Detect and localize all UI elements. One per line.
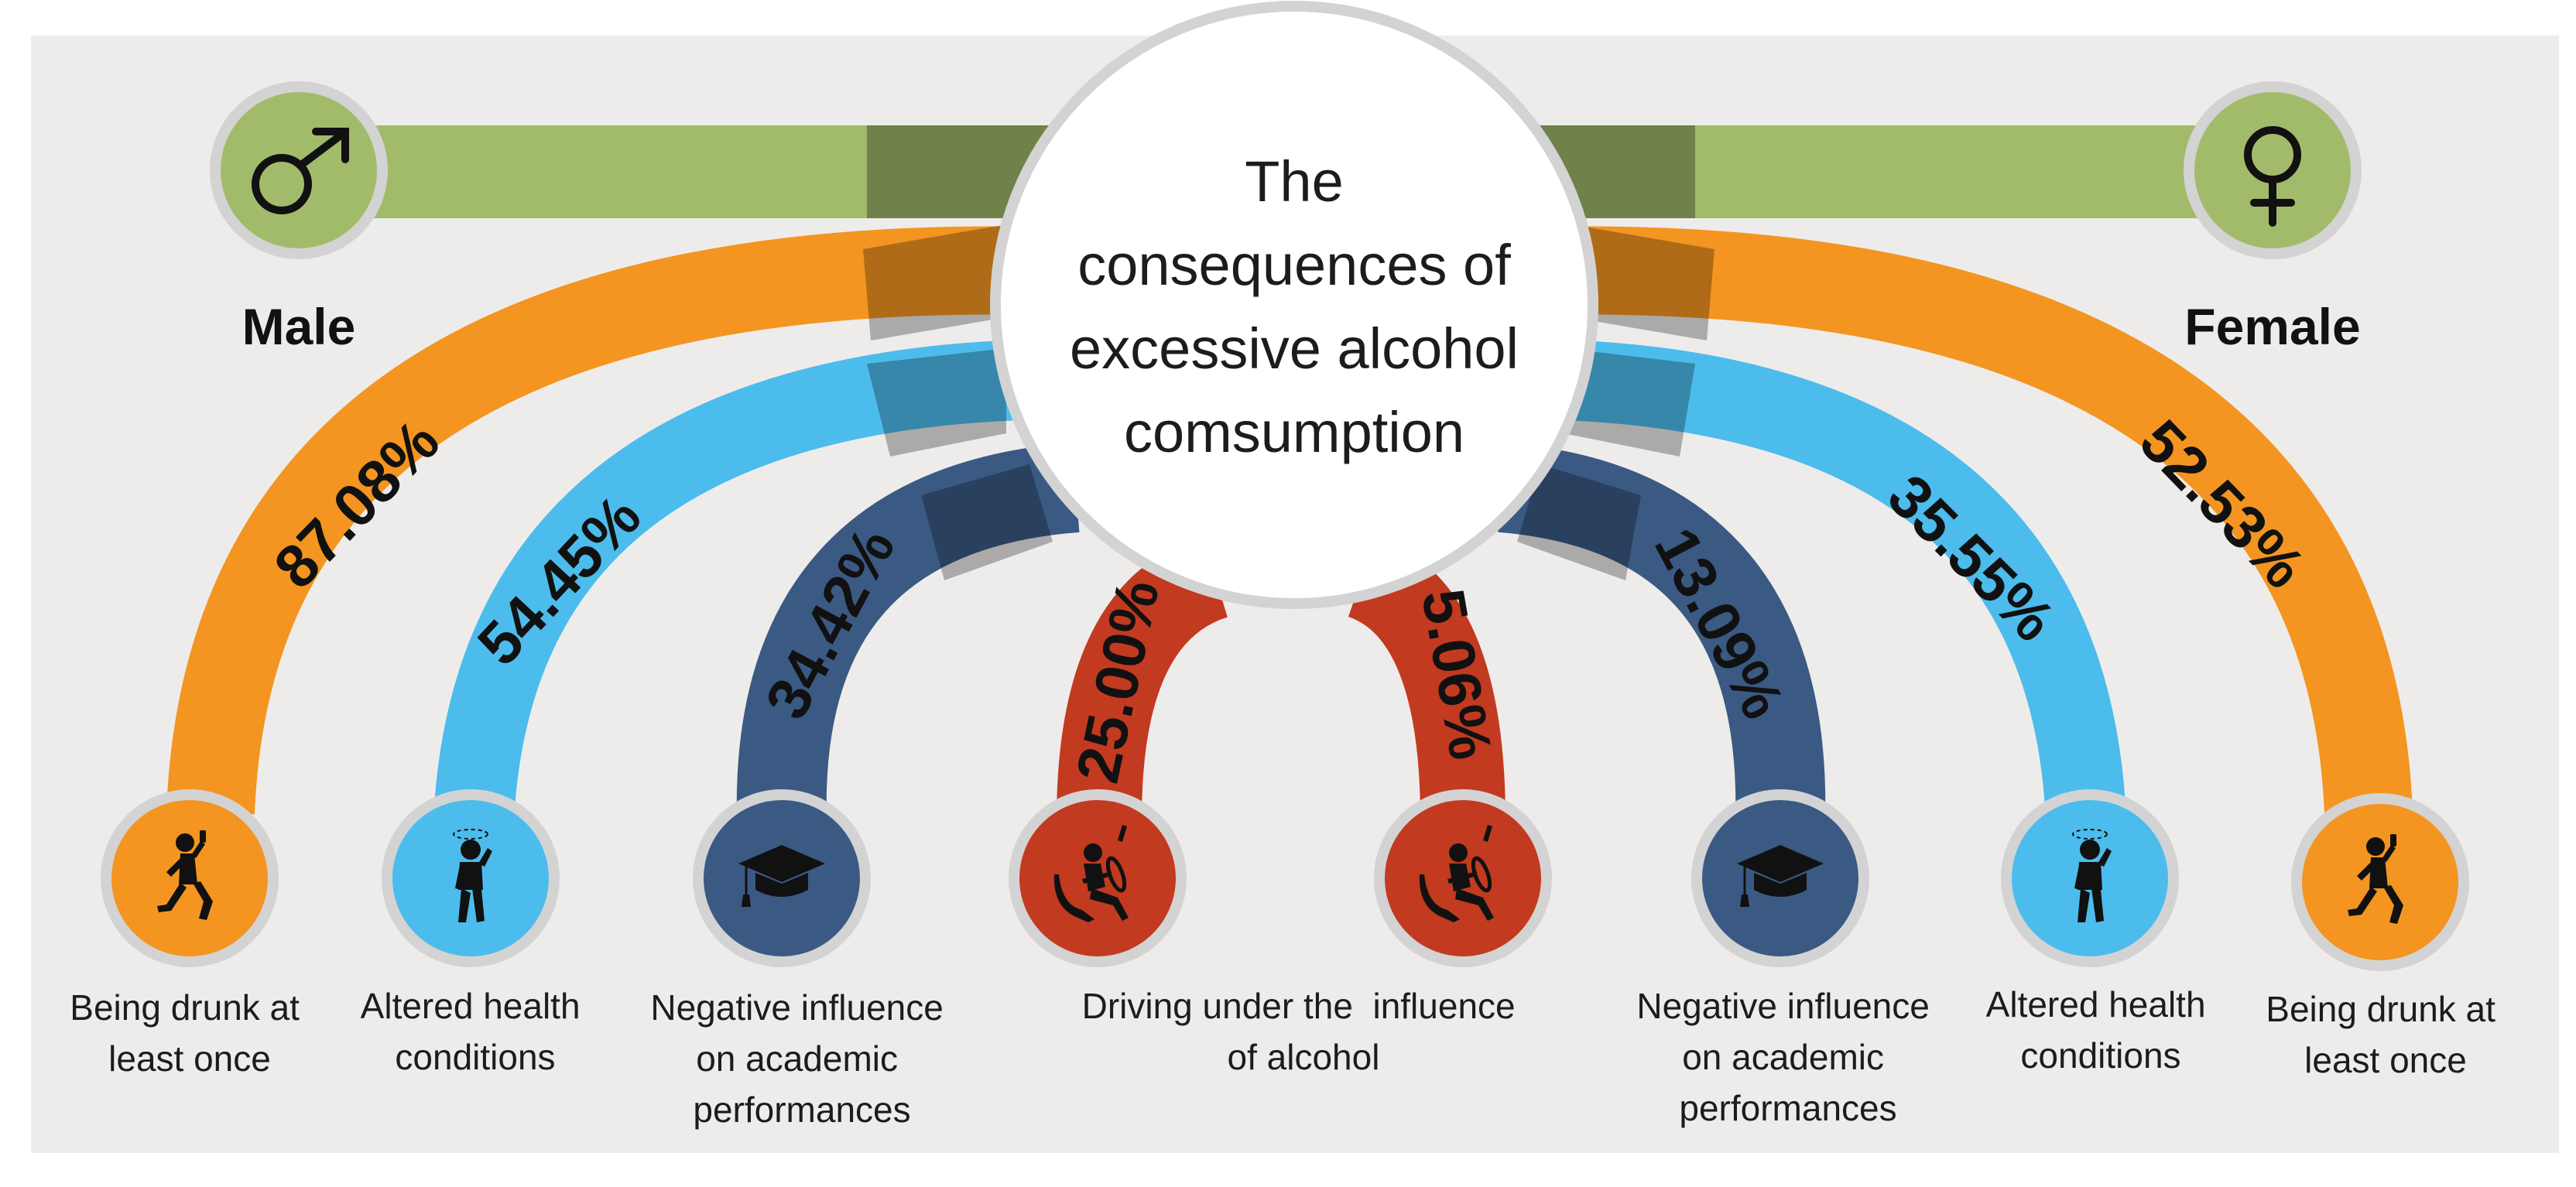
arc-male-academic — [736, 443, 1080, 822]
badge-male-health — [382, 789, 560, 967]
female-label: Female — [2184, 298, 2360, 355]
arc-female-health — [1532, 339, 2126, 823]
arc-shadow — [1517, 464, 1641, 580]
caption-male-drunk: Being drunk at least once — [70, 987, 309, 1079]
caption-female-academic: Negative influence on academic performan… — [1636, 986, 1939, 1128]
male-symbol-icon — [252, 128, 349, 214]
arc-shadow — [867, 348, 1006, 457]
arc-shadow — [1571, 224, 1714, 340]
arc-female-drunk — [1539, 226, 2413, 815]
arc-shadow — [921, 464, 1053, 580]
caption-female-health: Altered health conditions — [1986, 984, 2216, 1076]
male-label: Male — [242, 298, 356, 355]
badge-female-health — [2001, 789, 2179, 967]
title-line-3: excessive alcohol — [1070, 316, 1519, 381]
badge-female-driving — [1374, 789, 1552, 967]
badge-female-academic — [1691, 789, 1869, 967]
title-line-4: comsumption — [1124, 400, 1464, 464]
badge-male-academic — [693, 789, 871, 967]
caption-female-drunk: Being drunk at least once — [2266, 989, 2505, 1080]
badge-male-driving — [1009, 789, 1187, 967]
badge-male-drunk — [101, 789, 279, 967]
caption-driving: Driving under the influence of alcohol — [1082, 986, 1526, 1077]
female-symbol-icon — [2244, 126, 2301, 227]
female-badge — [2184, 81, 2362, 259]
arc-shadow — [1564, 348, 1695, 457]
arc-shadow — [863, 224, 1006, 340]
caption-male-academic: Negative influence on academic performan… — [650, 987, 953, 1130]
title-line-2: consequences of — [1077, 233, 1511, 297]
caption-male-health: Altered health conditions — [361, 986, 591, 1077]
male-badge — [210, 81, 388, 259]
arc-male-health — [433, 339, 1053, 823]
center-circle — [990, 1, 1598, 609]
badge-female-drunk — [2291, 793, 2469, 971]
arc-male-drunk — [166, 226, 1039, 815]
title-line-1: The — [1245, 149, 1344, 214]
arc-female-academic — [1497, 443, 1826, 822]
